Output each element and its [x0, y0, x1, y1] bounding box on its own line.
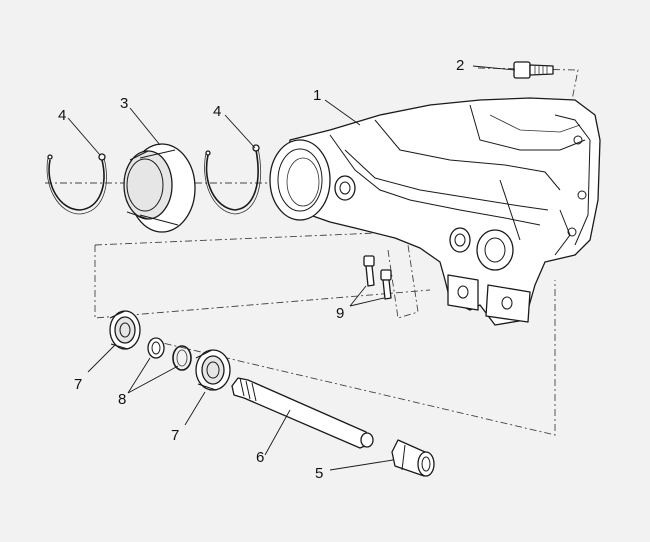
callout-9: 9 — [336, 305, 344, 322]
circlip-right-part-4 — [204, 144, 261, 215]
callout-1: 1 — [313, 87, 321, 104]
callout-4-left: 4 — [58, 107, 66, 124]
callout-7-left: 7 — [74, 376, 82, 393]
callout-8: 8 — [118, 391, 126, 408]
callout-7-right: 7 — [171, 427, 179, 444]
callout-numbers: 1 2 3 4 4 5 6 7 7 8 9 — [58, 57, 464, 482]
axle-shaft-part-6 — [231, 377, 374, 449]
ring-right-part-8 — [172, 345, 192, 371]
callout-6: 6 — [256, 449, 264, 466]
ring-left-part-8 — [147, 337, 165, 359]
callout-5: 5 — [315, 465, 323, 482]
callout-2: 2 — [456, 57, 464, 74]
swingarm-housing — [269, 97, 601, 326]
bolt-part-2 — [513, 61, 554, 79]
circlip-left-part-4 — [46, 153, 107, 215]
seal-cap-part-3 — [123, 143, 196, 233]
bearing-left-part-7 — [109, 310, 141, 350]
bushing-part-5 — [391, 439, 435, 477]
bearing-right-part-7 — [195, 349, 231, 391]
screws-part-9 — [363, 255, 392, 300]
leader-lines — [67, 65, 516, 471]
callout-4-right: 4 — [213, 103, 221, 120]
callout-3: 3 — [120, 95, 128, 112]
